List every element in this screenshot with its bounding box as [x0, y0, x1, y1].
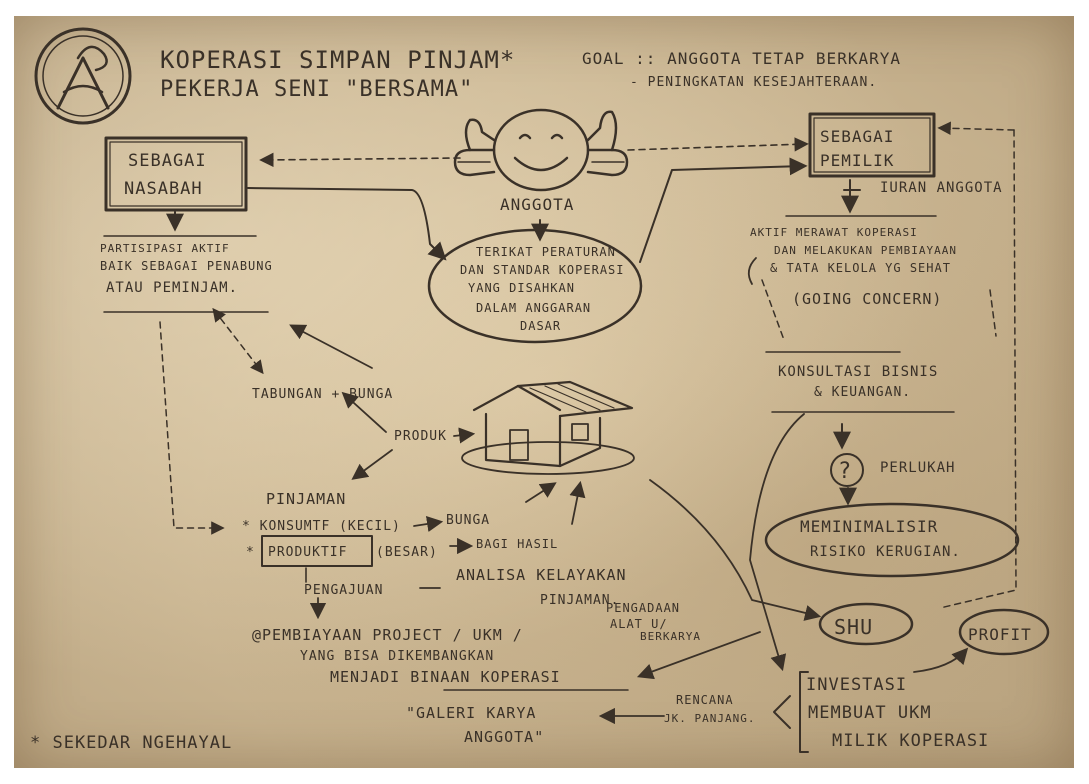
konsultasi-line-1: KONSULTASI BISNIS: [778, 364, 938, 380]
pengajuan-label: PENGAJUAN: [304, 583, 383, 598]
konsumtif-label: * KONSUMTF (KECIL): [242, 519, 401, 534]
shu-label: SHU: [834, 615, 873, 639]
rules-line-2: DAN STANDAR KOPERASI: [460, 263, 625, 277]
profit-ellipse: [958, 608, 1050, 656]
goal-line-1: GOAL :: ANGGOTA TETAP BERKARYA: [582, 49, 901, 68]
tabungan-label: TABUNGAN + BUNGA: [252, 387, 393, 402]
question-icon: ?: [838, 459, 852, 484]
galeri-line-1: "GALERI KARYA: [406, 704, 536, 722]
analisa-line-1: ANALISA KELAYAKAN: [456, 566, 627, 584]
title-line-1: KOPERASI SIMPAN PINJAM*: [160, 46, 515, 74]
perlukah-label: PERLUKAH: [880, 460, 955, 476]
aktif-line-2: DAN MELAKUKAN PEMBIAYAAN: [774, 244, 957, 257]
bunga-label: BUNGA: [446, 513, 490, 528]
minimalisir-ellipse: [764, 502, 1020, 578]
pemilik-line-2: PEMILIK: [820, 151, 894, 170]
footer-note: * SEKEDAR NGEHAYAL: [30, 733, 232, 753]
aktif-line-3: & TATA KELOLA YG SEHAT: [770, 261, 951, 275]
pengadaan-line-2: ALAT U/: [610, 617, 668, 631]
shu-ellipse: [818, 602, 914, 646]
konsultasi-line-2: & KEUANGAN.: [814, 385, 911, 400]
pemilik-box: [808, 112, 936, 178]
title-line-2: PEKERJA SENI "BERSAMA": [160, 77, 473, 102]
going-concern-label: (GOING CONCERN): [792, 290, 942, 308]
minimalisir-line-1: MEMINIMALISIR: [800, 517, 938, 536]
rules-line-1: TERIKAT PERATURAN: [476, 245, 616, 259]
pemilik-line-1: SEBAGAI: [820, 127, 894, 146]
participation-line-2: BAIK SEBAGAI PENABUNG: [100, 259, 273, 273]
anggota-label: ANGGOTA: [500, 195, 574, 214]
nasabah-line-1: SEBAGAI: [128, 151, 207, 171]
nasabah-line-2: NASABAH: [124, 179, 203, 199]
investasi-line-2: MEMBUAT UKM: [808, 703, 932, 723]
profit-label: PROFIT: [968, 625, 1032, 644]
rules-ellipse: [427, 228, 643, 344]
besar-label: (BESAR): [376, 545, 438, 560]
house-icon: [461, 380, 635, 475]
galeri-line-2: ANGGOTA": [464, 728, 544, 746]
produktif-label: PRODUKTIF: [268, 545, 347, 560]
produktif-box: [261, 535, 373, 567]
pinjaman-label: PINJAMAN: [266, 490, 346, 508]
pengadaan-line-3: BERKARYA: [640, 630, 701, 643]
anggota-smiley-icon: [453, 108, 629, 192]
rules-line-3: YANG DISAHKAN: [468, 281, 575, 295]
sketch-paper: [14, 16, 1074, 768]
iuran-label: IURAN ANGGOTA: [880, 180, 1003, 196]
minimalisir-line-2: RISIKO KERUGIAN.: [810, 544, 961, 560]
rencana-line-2: JK. PANJANG.: [664, 712, 755, 725]
rencana-line-1: RENCANA: [676, 693, 734, 707]
pembiayaan-line-1: @PEMBIAYAAN PROJECT / UKM /: [252, 626, 523, 644]
pembiayaan-line-2: YANG BISA DIKEMBANGKAN: [300, 649, 494, 664]
analisa-line-2: PINJAMAN.: [540, 593, 619, 608]
investasi-line-3: MILIK KOPERASI: [832, 731, 989, 751]
bagi-hasil-label: BAGI HASIL: [476, 537, 558, 551]
rules-line-4: DALAM ANGGARAN: [476, 301, 591, 315]
participation-line-1: PARTISIPASI AKTIF: [100, 242, 230, 255]
goal-line-2: - PENINGKATAN KESEJAHTERAAN.: [630, 75, 877, 90]
pembiayaan-line-3: MENJADI BINAAN KOPERASI: [330, 668, 561, 686]
participation-line-3: ATAU PEMINJAM.: [106, 280, 238, 296]
pengadaan-line-1: PENGADAAN: [606, 601, 680, 615]
aktif-line-1: AKTIF MERAWAT KOPERASI: [750, 226, 918, 239]
rules-line-5: DASAR: [520, 319, 561, 333]
logo-emblem: [34, 27, 132, 125]
produk-label: PRODUK: [394, 429, 447, 444]
nasabah-box: [104, 136, 248, 212]
svg-text:*: *: [246, 545, 255, 560]
investasi-line-1: INVESTASI: [806, 675, 907, 695]
